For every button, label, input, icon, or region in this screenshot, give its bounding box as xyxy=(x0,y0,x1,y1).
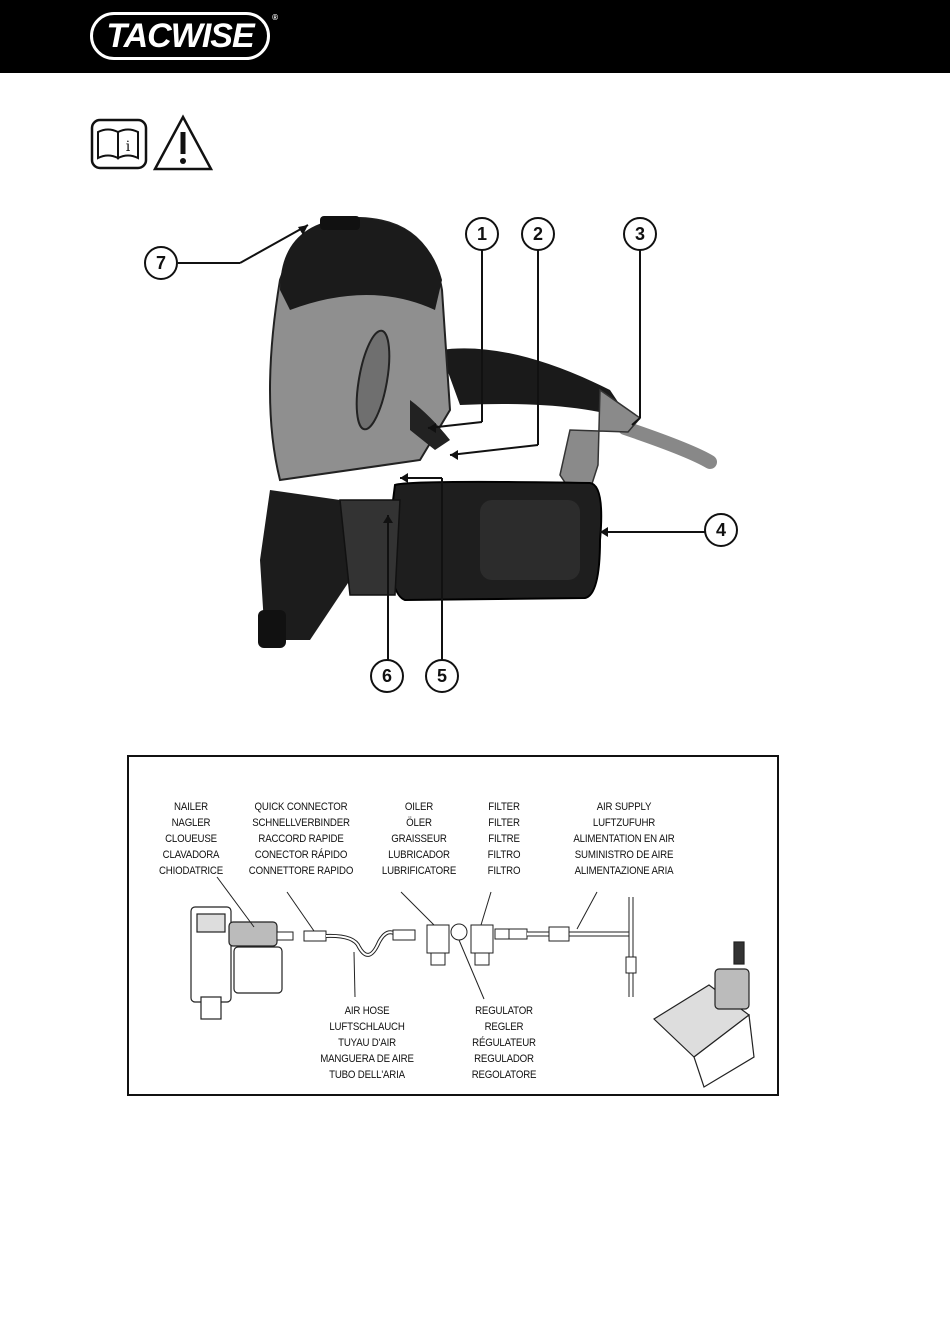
manual-info-icon: i xyxy=(90,118,148,170)
label-nailer: NAILER NAGLER CLOUEUSE CLAVADORA CHIODAT… xyxy=(158,801,224,877)
label-filter: FILTER FILTER FILTRE FILTRO FILTRO xyxy=(487,801,521,877)
tacwise-logo: TACWISE ® xyxy=(90,12,278,60)
label-air-hose: AIR HOSE LUFTSCHLAUCH TUYAU D'AIR MANGUE… xyxy=(320,1005,414,1081)
label-quick-connector: QUICK CONNECTOR SCHNELLVERBINDER RACCORD… xyxy=(248,801,354,877)
nailer-sketch xyxy=(190,906,283,1020)
label-oiler: OILER ÖLER GRAISSEUR LUBRICADOR LUBRIFIC… xyxy=(381,801,457,877)
callout-2: 2 xyxy=(521,217,555,251)
logo-text: TACWISE xyxy=(106,16,254,55)
callout-7: 7 xyxy=(144,246,178,280)
air-system-schematic xyxy=(190,876,755,1088)
coil-nailer-illustration xyxy=(178,216,717,660)
callout-5: 5 xyxy=(425,659,459,693)
svg-text:i: i xyxy=(126,139,131,155)
callout-4: 4 xyxy=(704,513,738,547)
callout-3: 3 xyxy=(623,217,657,251)
coil-nailer-figure: 1 2 3 4 5 6 7 xyxy=(130,200,770,700)
trademark-mark: ® xyxy=(272,13,278,22)
label-air-supply: AIR SUPPLY LUFTZUFUHR ALIMENTATION EN AI… xyxy=(573,801,675,877)
callout-6: 6 xyxy=(370,659,404,693)
label-regulator: REGULATOR REGLER RÉGULATEUR REGULADOR RE… xyxy=(471,1005,537,1081)
header-bar: TACWISE ® xyxy=(0,0,950,73)
air-system-diagram: NAILER NAGLER CLOUEUSE CLAVADORA CHIODAT… xyxy=(127,755,779,1096)
warning-triangle-icon xyxy=(152,114,214,171)
callout-1: 1 xyxy=(465,217,499,251)
nailer-sketch-right xyxy=(653,941,755,1088)
